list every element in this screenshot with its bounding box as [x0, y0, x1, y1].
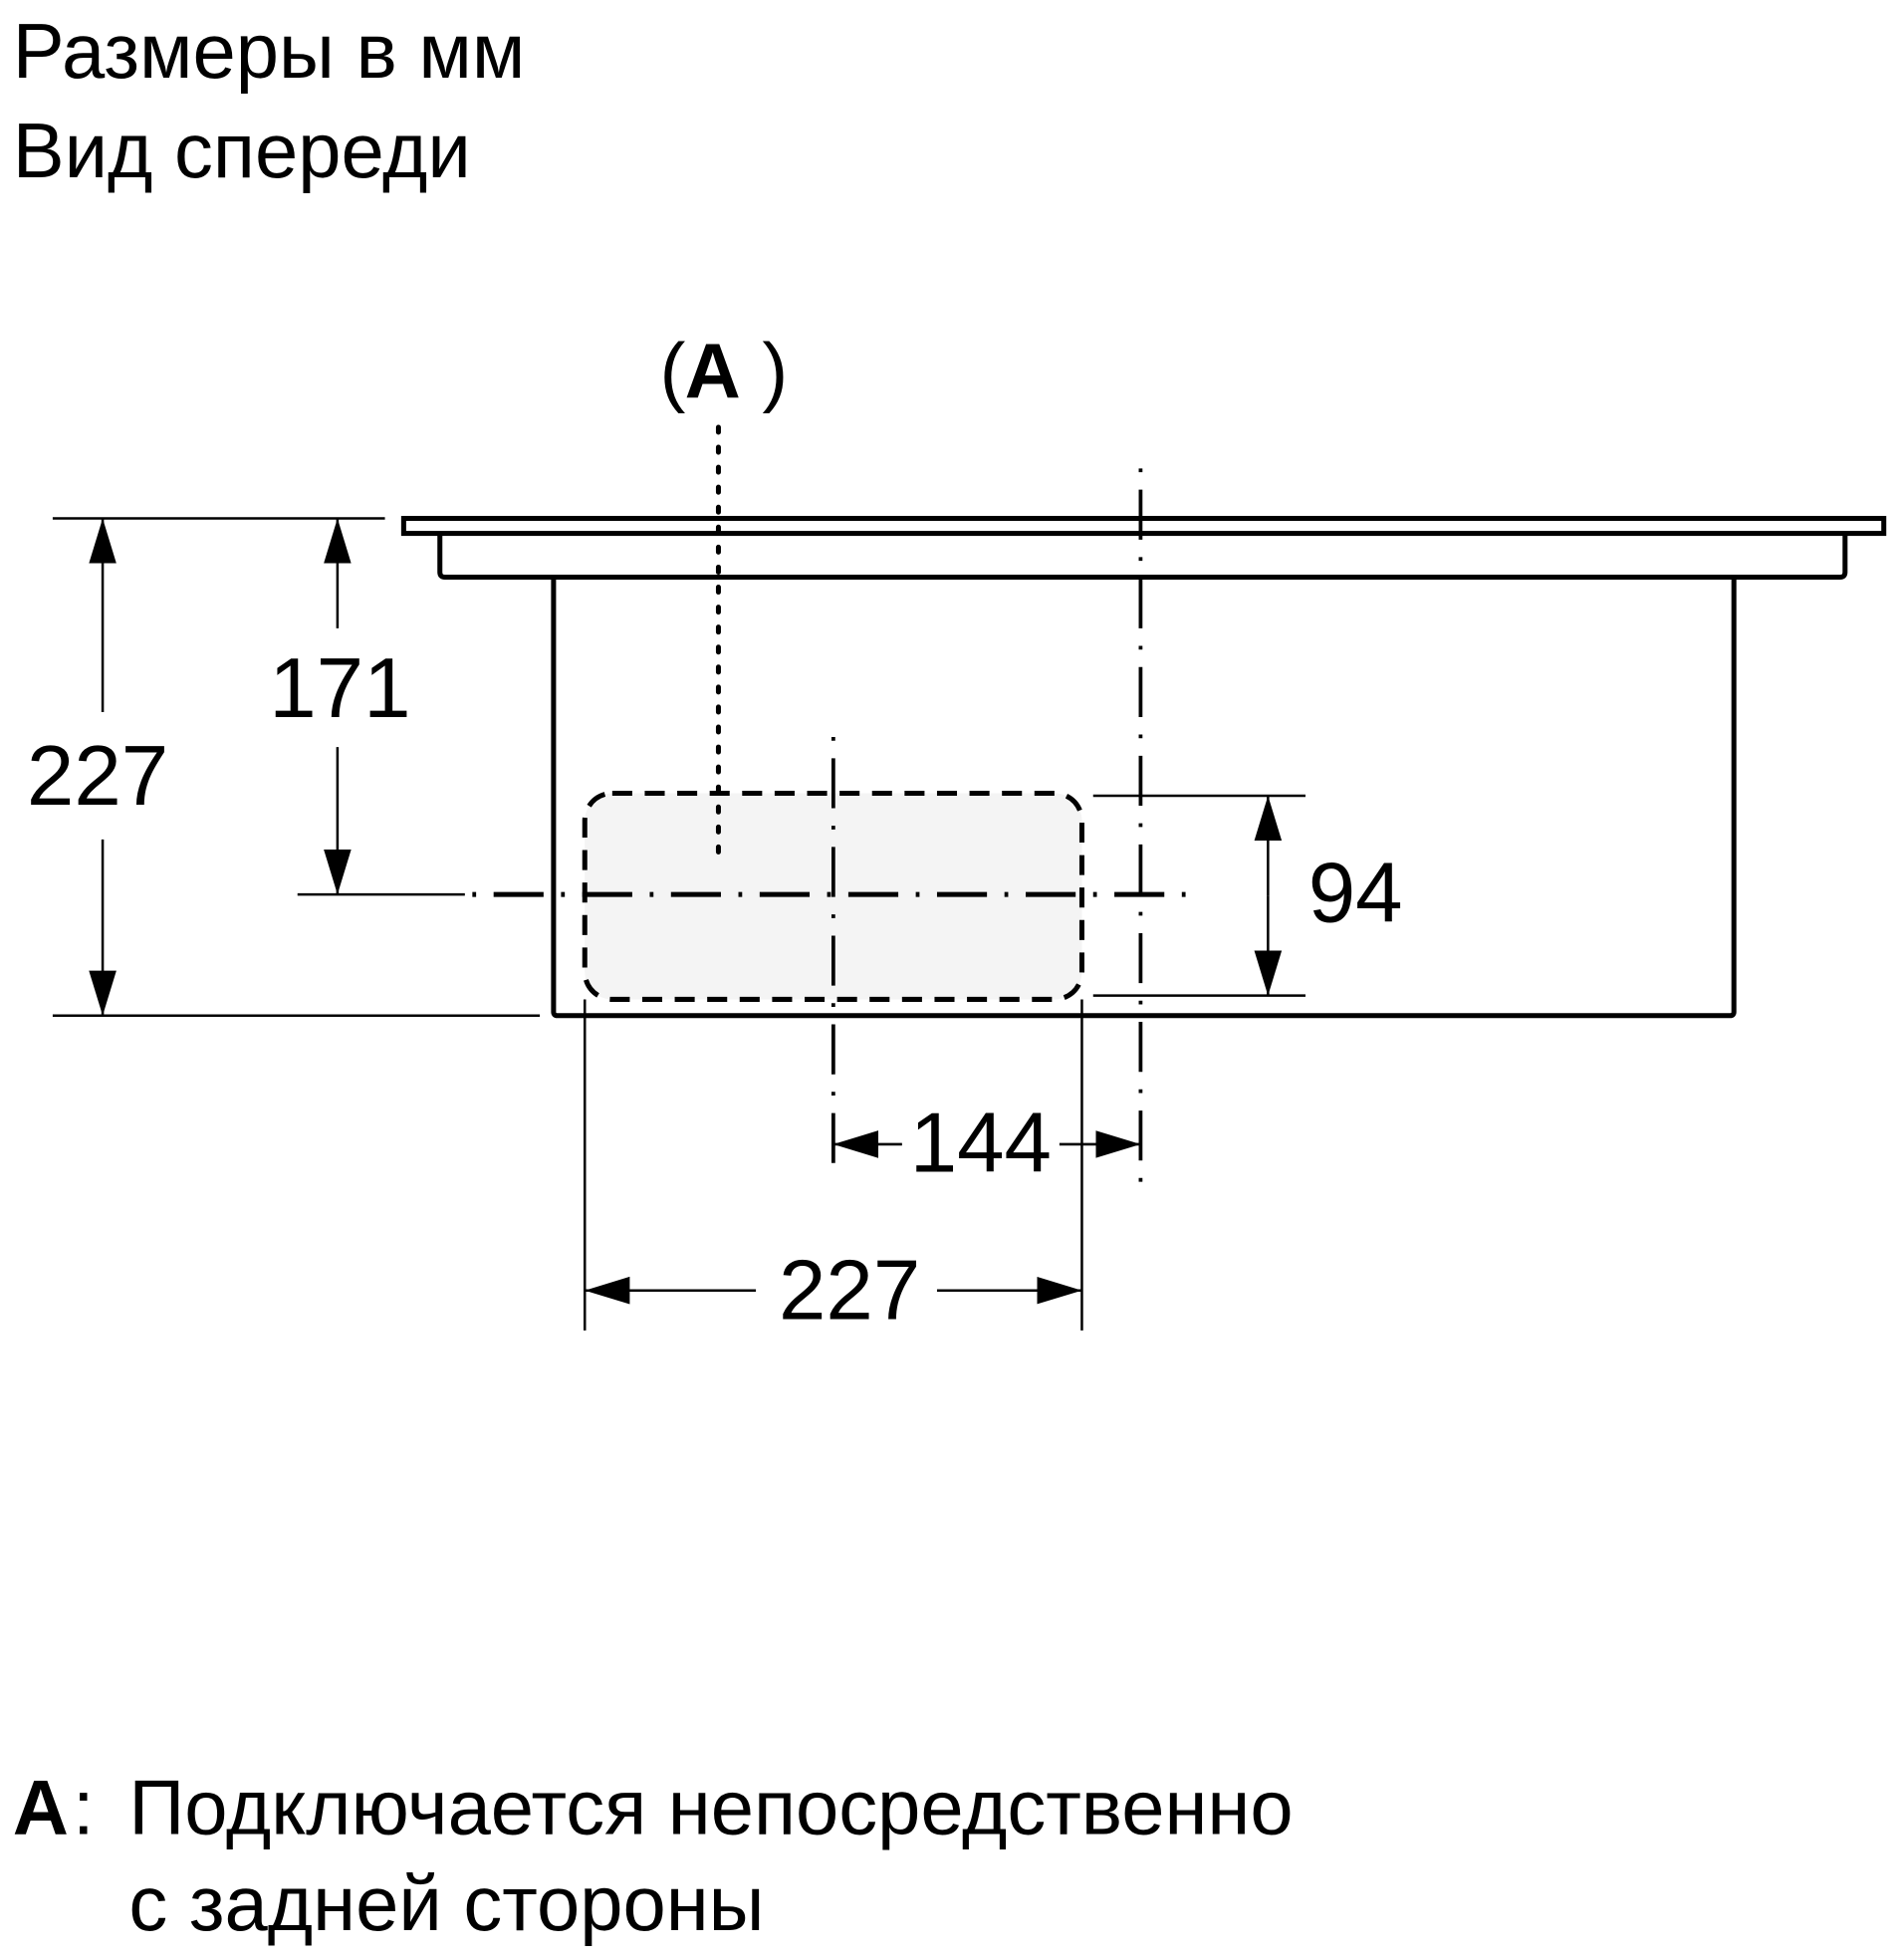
callout-a: ( A ) — [660, 329, 789, 414]
svg-text::: : — [73, 1765, 95, 1850]
header-view: Вид спереди — [13, 109, 471, 194]
dim-offset-width: 144 — [832, 1097, 1141, 1191]
svg-text:A: A — [685, 329, 741, 414]
svg-text:Подключается непосредственно: Подключается непосредственно — [128, 1765, 1293, 1850]
dim-center-height: 171 — [269, 518, 411, 895]
svg-text:(: ( — [660, 329, 686, 414]
appliance-outline — [400, 516, 1887, 1019]
dim-opening-width: 227 — [583, 999, 1083, 1339]
header-units: Размеры в мм — [13, 9, 526, 95]
svg-text:171: 171 — [269, 641, 410, 736]
svg-text:): ) — [762, 329, 788, 414]
svg-text:144: 144 — [910, 1097, 1052, 1191]
dim-opening-height: 94 — [1092, 794, 1403, 997]
svg-text:с задней стороны: с задней стороны — [128, 1861, 764, 1947]
svg-text:227: 227 — [779, 1244, 920, 1339]
svg-text:A: A — [13, 1765, 69, 1850]
legend: A : Подключается непосредственно с задне… — [13, 1765, 1294, 1947]
svg-text:94: 94 — [1308, 847, 1403, 941]
svg-text:227: 227 — [27, 729, 168, 824]
dim-total-height: 227 — [27, 517, 541, 1018]
